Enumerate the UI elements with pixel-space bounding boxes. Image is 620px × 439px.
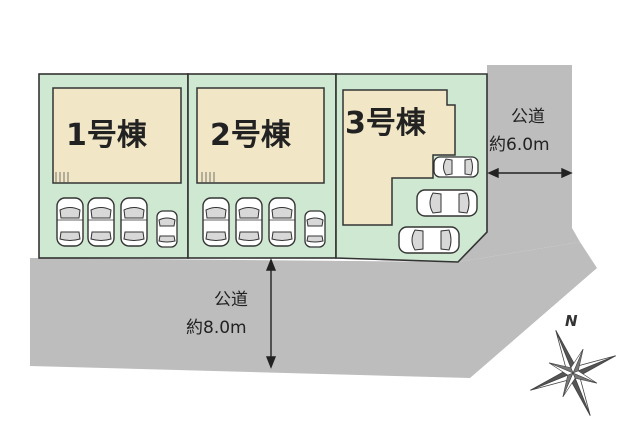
car-icon: [56, 197, 84, 247]
compass-icon: [530, 330, 616, 416]
east-road-width: 約6.0m: [489, 135, 550, 155]
car-icon: [433, 156, 479, 178]
building-2-label: 2号棟: [210, 118, 292, 153]
building-3-label: 3号棟: [345, 106, 427, 141]
south-road-dimension-arrow: [265, 258, 277, 369]
car-icon: [87, 197, 115, 247]
building-1-label: 1号棟: [66, 118, 148, 153]
car-icon: [156, 210, 178, 248]
car-icon: [202, 197, 230, 247]
car-icon: [304, 210, 326, 248]
entry-steps-2: [201, 172, 215, 183]
car-icon: [120, 197, 148, 247]
building-1: [52, 87, 182, 184]
building-2: [196, 87, 325, 184]
east-road: [458, 65, 580, 262]
car-icon: [416, 189, 478, 217]
building-3: [342, 89, 456, 226]
compass-north-label: N: [565, 312, 578, 330]
south-road: [30, 242, 597, 378]
car-icon: [235, 197, 263, 247]
entry-steps-1: [55, 172, 69, 183]
car-icon: [398, 226, 460, 254]
east-road-dimension-arrow: [487, 167, 573, 179]
car-icon: [268, 197, 296, 247]
south-road-width: 約8.0m: [186, 318, 247, 338]
east-road-name: 公道: [511, 107, 545, 127]
south-road-name: 公道: [214, 290, 248, 310]
